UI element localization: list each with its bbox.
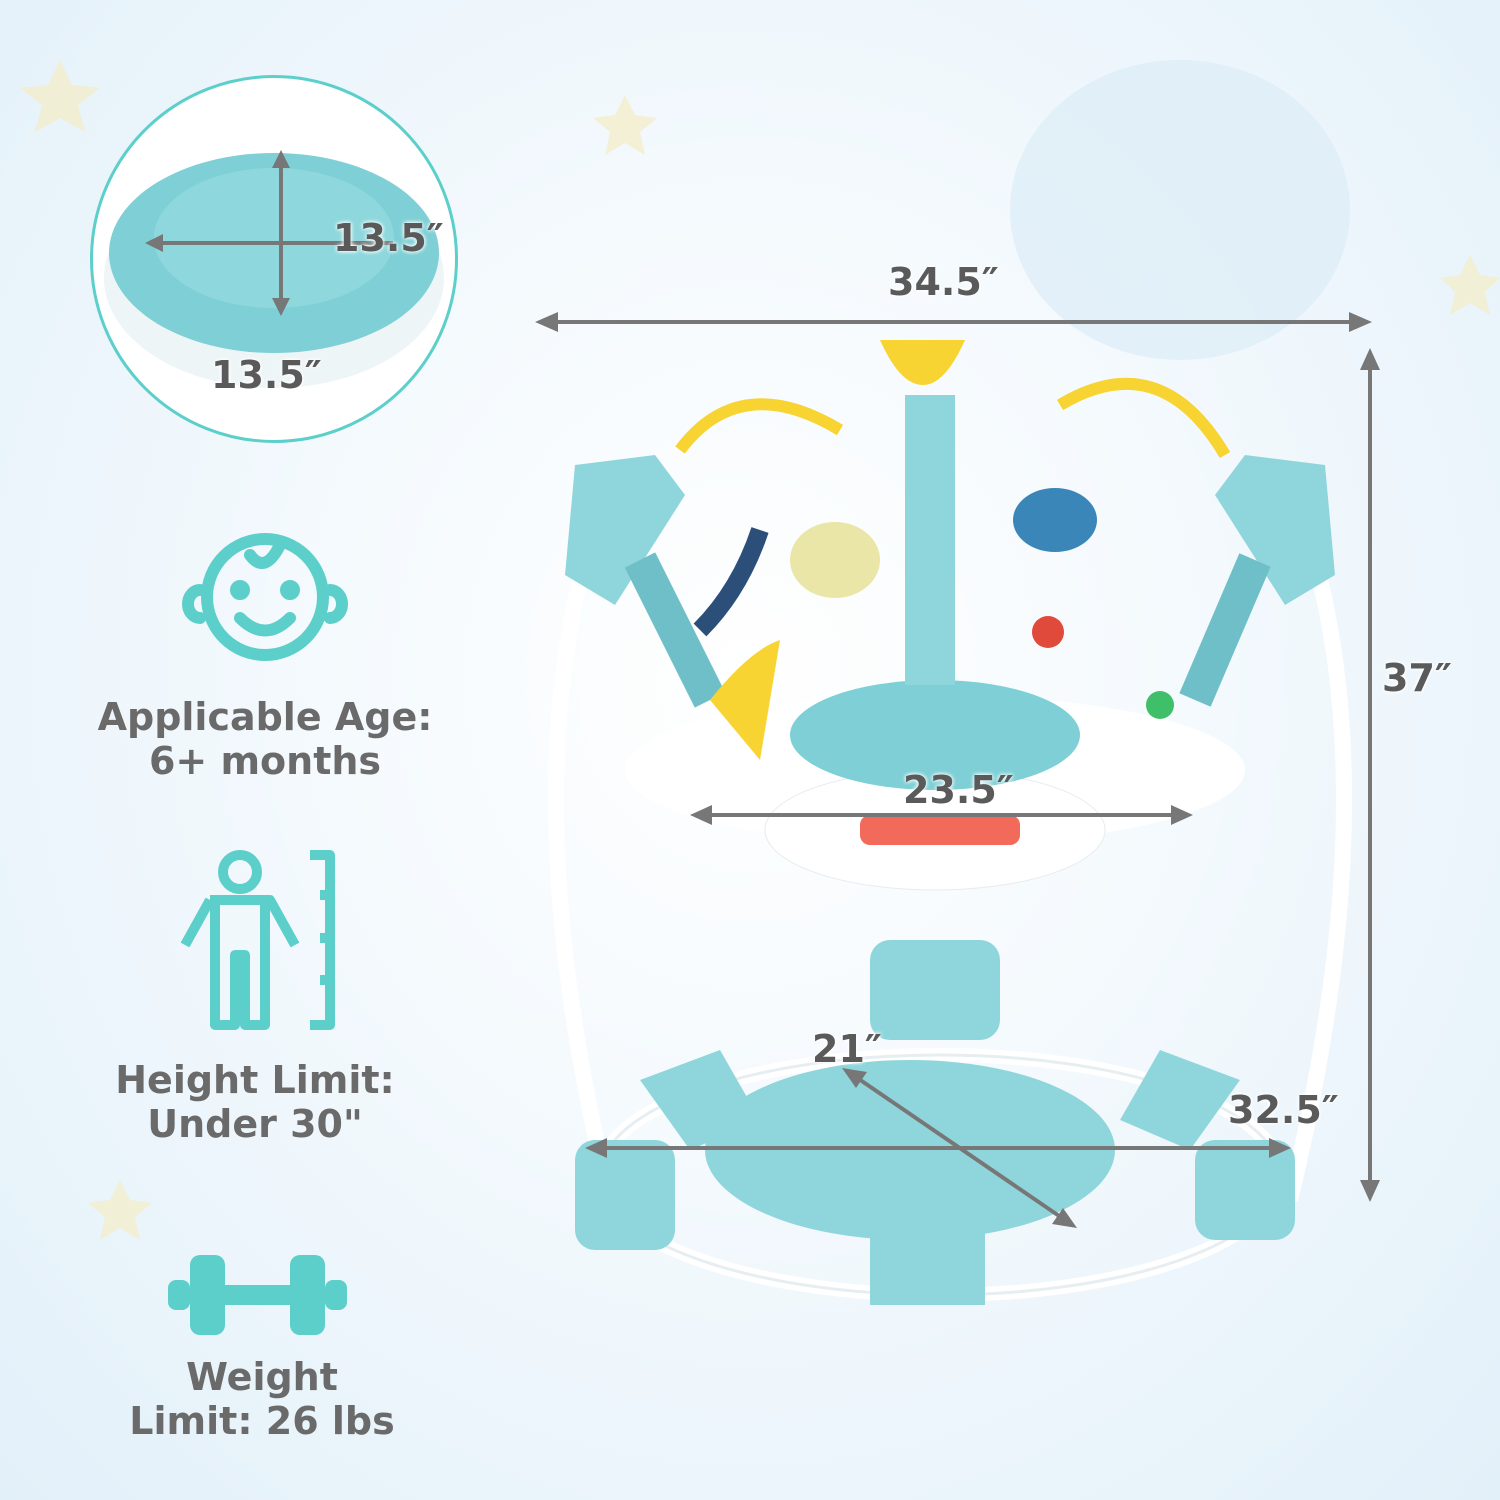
star-icon bbox=[88, 1180, 152, 1240]
width-label: 34.5″ bbox=[888, 260, 999, 304]
feature-age: Applicable Age: 6+ months bbox=[55, 695, 475, 783]
mat-diameter-label: 21″ bbox=[812, 1027, 882, 1071]
star-icon bbox=[20, 60, 100, 132]
feature-height-line2: Under 30" bbox=[147, 1102, 363, 1146]
feature-age-line2: 6+ months bbox=[148, 739, 382, 783]
tray-width-label: 23.5″ bbox=[903, 768, 1014, 812]
feature-height-line1: Height Limit: bbox=[115, 1058, 395, 1102]
seat-depth-label: 13.5″ bbox=[211, 353, 322, 397]
feature-weight-line1: Weight bbox=[186, 1355, 338, 1399]
balloon-shape bbox=[1010, 60, 1350, 360]
seat-inset: 13.5″ 13.5″ bbox=[90, 75, 458, 443]
feature-height: Height Limit: Under 30" bbox=[45, 1058, 465, 1146]
feature-weight-line2: Limit: 26 lbs bbox=[129, 1399, 395, 1443]
feature-age-line1: Applicable Age: bbox=[97, 695, 433, 739]
base-width-label: 32.5″ bbox=[1228, 1088, 1339, 1132]
seat-illustration bbox=[104, 150, 444, 388]
star-icon bbox=[1440, 255, 1500, 315]
height-label: 37″ bbox=[1382, 656, 1452, 700]
feature-weight: Weight Limit: 26 lbs bbox=[52, 1355, 472, 1443]
star-icon bbox=[593, 95, 657, 155]
seat-width-label: 13.5″ bbox=[333, 216, 444, 260]
